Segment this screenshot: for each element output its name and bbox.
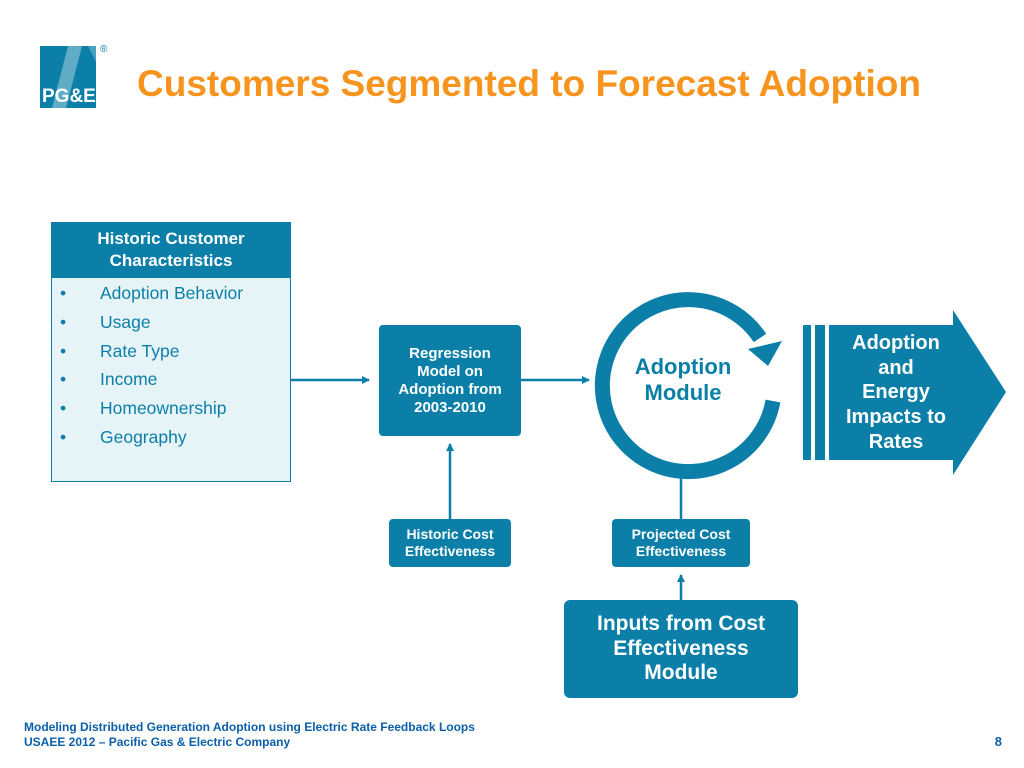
pge-logo: PG&E ® [40,42,112,108]
regression-model-box: Regression Model on Adoption from 2003-2… [379,325,521,436]
list-item-label: Income [100,369,158,390]
label-line: Adoption [852,332,940,354]
footer-line: USAEE 2012 – Pacific Gas & Electric Comp… [24,735,291,749]
logo-text: PG&E [42,86,96,107]
box-line: Inputs from Cost [597,612,765,636]
box-line: Effectiveness [404,543,496,559]
output-arrow-label: Adoption and Energy Impacts to Rates [822,331,970,455]
bullet: • [60,283,67,303]
bullet: • [60,311,67,332]
label-line: and [878,356,914,379]
bullet: • [60,398,67,419]
label-line: Impacts to [845,406,947,429]
bullet: • [60,369,67,390]
heading-line: Characteristics [109,251,233,270]
registered-mark: ® [100,44,108,55]
label-line: Rates [868,430,924,453]
output-block-arrow [803,310,1006,475]
list-item-label: Homeownership [100,398,227,419]
box-line: 2003-2010 [414,398,486,416]
box-line: Adoption from [398,380,502,398]
list-item-label: Usage [100,311,151,332]
page-number: 8 [994,734,1002,749]
characteristics-list: • Adoption Behavior • Usage • Rate Type • In… [60,281,286,454]
box-line: Module [644,661,718,685]
heading-line: Historic Customer [97,229,245,248]
list-item: • Income [60,367,286,396]
bullet: • [60,340,67,361]
historic-cost-effectiveness-box: Historic Cost Effectiveness [389,519,511,567]
adoption-module-label: Adoption Module [613,354,753,406]
label-line: Module [644,380,722,405]
projected-cost-effectiveness-box: Projected Cost Effectiveness [612,519,750,567]
list-item: • Homeownership [60,396,286,425]
box-line: Effectiveness [635,543,727,559]
list-item: • Geography [60,425,286,454]
list-item: • Rate Type [60,339,286,368]
inputs-cost-effectiveness-module-box: Inputs from Cost Effectiveness Module [564,600,798,698]
box-line: Model on [417,362,483,380]
list-item: • Adoption Behavior [60,281,286,310]
list-item-label: Geography [100,426,187,447]
box-line: Effectiveness [613,636,749,660]
footer-line: Modeling Distributed Generation Adoption… [24,720,475,734]
historic-customer-heading: Historic Customer Characteristics [51,222,291,278]
box-line: Projected Cost [631,526,731,542]
box-line: Regression [409,344,491,362]
list-item: • Usage [60,310,286,339]
list-item-label: Rate Type [100,340,180,361]
adoption-module-cycle-icon [594,292,782,480]
bullet: • [60,426,67,447]
box-line: Historic Cost [406,526,494,542]
label-line: Energy [862,381,930,404]
page-title: Customers Segmented to Forecast Adoption [137,63,921,104]
list-item-label: Adoption Behavior [100,283,244,303]
label-line: Adoption [634,354,732,379]
